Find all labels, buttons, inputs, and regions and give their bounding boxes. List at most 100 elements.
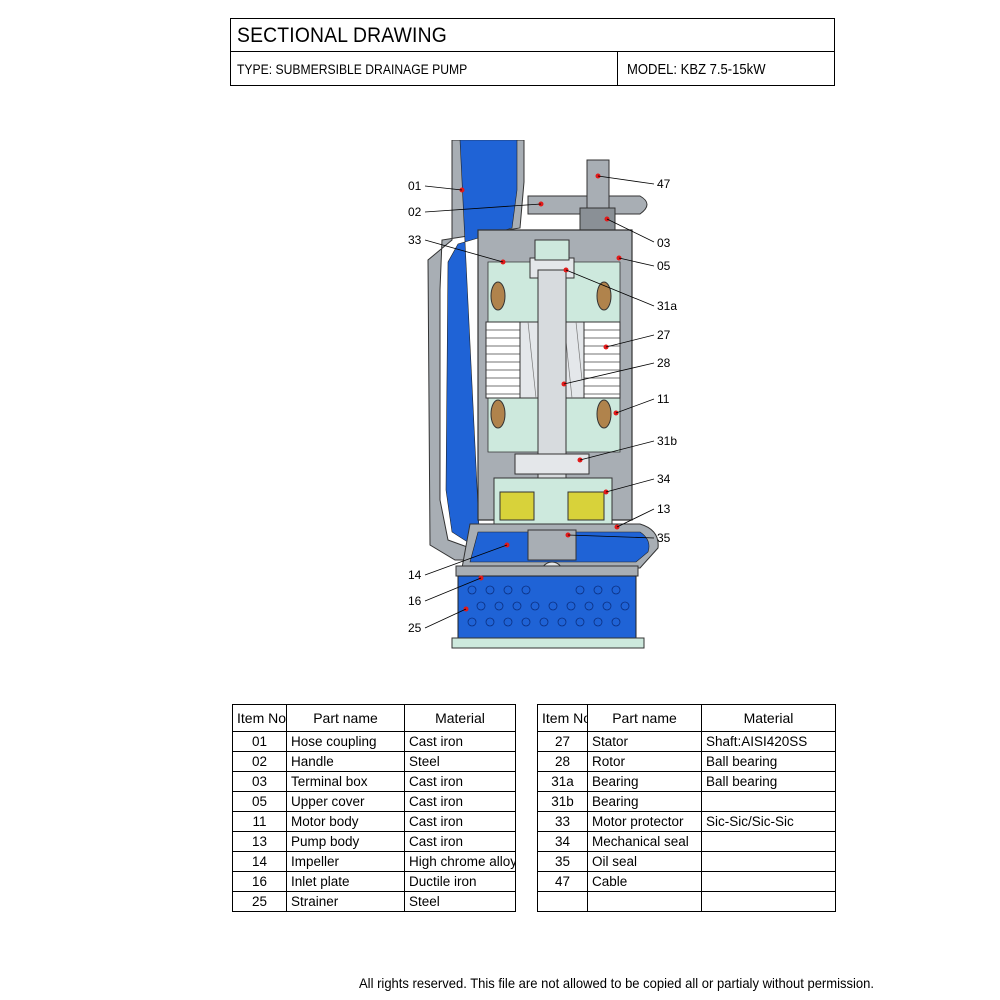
cell-material: Cast iron <box>404 831 516 852</box>
cell-item-no: 16 <box>232 871 287 892</box>
pump-cross-section <box>427 140 659 649</box>
cell-material: High chrome alloy <box>404 851 516 872</box>
cell-material: Cast iron <box>404 791 516 812</box>
parts-table-right: Item No. Part name Material 27StatorShaf… <box>537 704 836 912</box>
strainer-holes <box>467 585 630 627</box>
callout-03: 03 <box>657 236 671 250</box>
callout-13: 13 <box>657 502 671 516</box>
callout-01: 01 <box>408 179 422 193</box>
cell-item-no: 13 <box>232 831 287 852</box>
cell-material: Sic-Sic/Sic-Sic <box>701 811 836 832</box>
callout-labels: 01 02 33 14 16 25 47 03 05 31a 27 28 11 … <box>408 177 677 635</box>
cell-part-name: Mechanical seal <box>587 831 702 852</box>
cell-part-name: Rotor <box>587 751 702 772</box>
type-cell: TYPE: SUBMERSIBLE DRAINAGE PUMP <box>231 52 618 86</box>
cell-part-name: Bearing <box>587 791 702 812</box>
cell-part-name: Inlet plate <box>286 871 405 892</box>
cell-part-name: Pump body <box>286 831 405 852</box>
col-material: Material <box>404 704 516 732</box>
callout-16: 16 <box>408 594 422 608</box>
cell-part-name: Upper cover <box>286 791 405 812</box>
pump-model: MODEL: KBZ 7.5-15kW <box>627 62 766 78</box>
callout-05: 05 <box>657 259 671 273</box>
cell-item-no: 33 <box>537 811 588 832</box>
cell-item-no: 11 <box>232 811 287 832</box>
callout-11: 11 <box>657 392 670 406</box>
cell-part-name: Cable <box>587 871 702 892</box>
cell-material: Steel <box>404 891 516 912</box>
cell-part-name: Strainer <box>286 891 405 912</box>
col-part-name: Part name <box>587 704 702 732</box>
cell-item-no: 27 <box>537 731 588 752</box>
cell-material <box>701 791 836 812</box>
stator-laminations <box>486 329 620 395</box>
pump-type: TYPE: SUBMERSIBLE DRAINAGE PUMP <box>237 62 468 77</box>
title-block: SECTIONAL DRAWING TYPE: SUBMERSIBLE DRAI… <box>230 18 835 86</box>
cell-material: Ball bearing <box>701 771 836 792</box>
cell-item-no: 28 <box>537 751 588 772</box>
callout-02: 02 <box>408 205 422 219</box>
winding-top-left <box>490 281 506 311</box>
cell-material <box>701 831 836 852</box>
callout-47: 47 <box>657 177 671 191</box>
inlet-plate <box>455 565 639 577</box>
title-cell: SECTIONAL DRAWING <box>231 19 834 52</box>
copyright-notice: All rights reserved. This file are not a… <box>359 975 875 991</box>
model-cell: MODEL: KBZ 7.5-15kW <box>618 52 834 86</box>
cell-part-name: Impeller <box>286 851 405 872</box>
col-part-name: Part name <box>286 704 405 732</box>
cell-material: Cast iron <box>404 811 516 832</box>
table-row <box>537 891 836 912</box>
table-header-row: Item No. Part name Material <box>537 704 836 732</box>
callout-31b: 31b <box>657 434 677 448</box>
cell-part-name: Hose coupling <box>286 731 405 752</box>
callout-14: 14 <box>408 568 422 582</box>
cell-item-no: 03 <box>232 771 287 792</box>
cell-item-no: 31a <box>537 771 588 792</box>
cell-item-no: 02 <box>232 751 287 772</box>
cell-item-no: 35 <box>537 851 588 872</box>
cell-item-no: 25 <box>232 891 287 912</box>
cell-material <box>701 871 836 892</box>
callout-25: 25 <box>408 621 422 635</box>
sectional-drawing: 01 02 33 14 16 25 47 03 05 31a 27 28 11 … <box>408 140 677 649</box>
col-material: Material <box>701 704 836 732</box>
cell-item-no: 01 <box>232 731 287 752</box>
cable <box>586 159 610 213</box>
winding-top-right <box>596 281 612 311</box>
winding-bottom-left <box>490 399 506 429</box>
drawing-title: SECTIONAL DRAWING <box>237 24 447 47</box>
col-item-no: Item No. <box>537 704 588 732</box>
cell-item-no: 34 <box>537 831 588 852</box>
leader-lines <box>424 175 655 629</box>
cell-part-name: Motor protector <box>587 811 702 832</box>
cell-material: Ball bearing <box>701 751 836 772</box>
cell-item-no: 31b <box>537 791 588 812</box>
base-ring <box>451 637 645 649</box>
cell-part-name: Motor body <box>286 811 405 832</box>
oil-right <box>567 491 605 521</box>
cell-material <box>701 891 836 912</box>
callout-33: 33 <box>408 233 422 247</box>
cell-part-name: Handle <box>286 751 405 772</box>
winding-bottom-right <box>596 399 612 429</box>
cell-part-name <box>587 891 702 912</box>
callout-27: 27 <box>657 328 671 342</box>
table-header-row: Item No. Part name Material <box>232 704 516 732</box>
callout-28: 28 <box>657 356 671 370</box>
upper-boss <box>534 239 570 261</box>
stator-left <box>485 321 523 399</box>
callout-31a: 31a <box>657 299 677 313</box>
cell-material: Steel <box>404 751 516 772</box>
